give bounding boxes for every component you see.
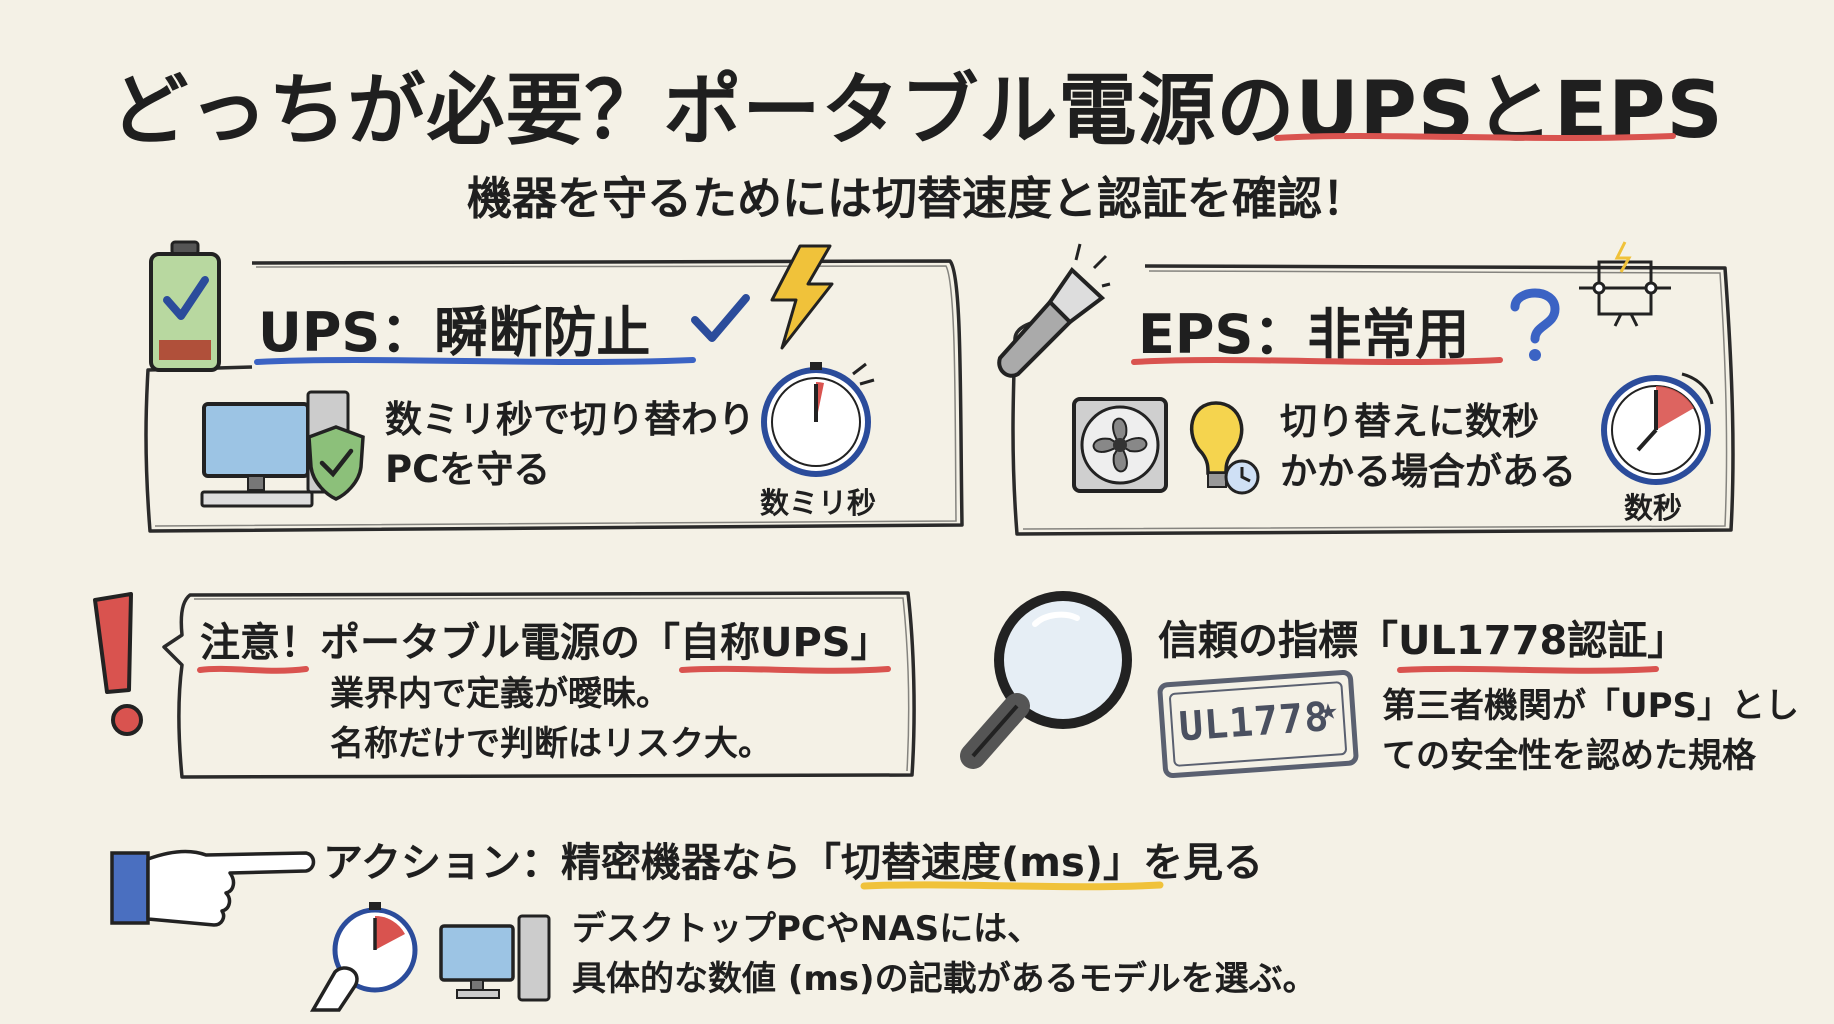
trust-line1: 第三者機関が「UPS」とし bbox=[1382, 686, 1800, 726]
action-heading: アクション：精密機器なら「切替速度(ms)」を見る bbox=[323, 840, 1264, 886]
caution-speech-bubble bbox=[162, 591, 916, 779]
eps-title: EPS：非常用 bbox=[1138, 303, 1470, 366]
timer-icon bbox=[1601, 372, 1714, 485]
exclamation-icon bbox=[93, 592, 143, 736]
eps-title-underline bbox=[1131, 357, 1503, 365]
hand-stopwatch-icon bbox=[309, 902, 418, 1012]
action-underline bbox=[860, 881, 1164, 891]
battery-check-icon bbox=[149, 240, 221, 372]
ups-description-line2: PCを守る bbox=[385, 448, 551, 491]
pointing-hand-icon bbox=[110, 849, 316, 927]
ups-title: UPS：瞬断防止 bbox=[258, 301, 651, 364]
eps-panel-frame bbox=[1011, 264, 1735, 536]
ups-panel-frame bbox=[144, 259, 964, 533]
ups-title-underline bbox=[254, 357, 696, 365]
magnifier-icon bbox=[960, 591, 1132, 769]
title-underline bbox=[1274, 133, 1676, 141]
fan-icon bbox=[1072, 397, 1168, 493]
lightbulb-clock-icon bbox=[1189, 401, 1260, 495]
ups-description-line1: 数ミリ秒で切り替わり bbox=[385, 398, 755, 441]
checkmark-icon bbox=[691, 294, 750, 342]
lightning-icon bbox=[770, 244, 834, 350]
caution-underline-1 bbox=[197, 665, 309, 674]
page-subtitle: 機器を守るためには切替速度と認証を確認！ bbox=[466, 172, 1367, 225]
flashlight-icon bbox=[997, 243, 1111, 378]
eps-description-line1: 切り替えに数秒 bbox=[1280, 400, 1539, 443]
question-icon bbox=[1510, 288, 1560, 361]
action-line2: 具体的な数値 (ms)の記載があるモデルを選ぶ。 bbox=[572, 959, 1317, 999]
stopwatch-icon bbox=[761, 362, 875, 477]
trust-underline bbox=[1397, 665, 1659, 674]
page-title: どっちが必要？ポータブル電源のUPSとEPS bbox=[110, 66, 1724, 156]
caution-heading: 注意！ポータブル電源の「自称UPS」 bbox=[200, 620, 891, 666]
circuit-switch-icon bbox=[1579, 241, 1671, 327]
caution-underline-2 bbox=[679, 665, 891, 674]
caution-line2: 名称だけで判断はリスク大。 bbox=[330, 724, 772, 764]
caution-line1: 業界内で定義が曖昧。 bbox=[330, 674, 670, 714]
ups-timer-label: 数ミリ秒 bbox=[760, 486, 877, 520]
action-desktop-icon bbox=[439, 914, 551, 1002]
eps-timer-label: 数秒 bbox=[1624, 491, 1683, 525]
stamp-icon: UL1778 ★ bbox=[1156, 669, 1360, 779]
shield-check-icon bbox=[307, 425, 365, 501]
trust-line2: ての安全性を認めた規格 bbox=[1382, 736, 1756, 776]
stamp-star-icon: ★ bbox=[1317, 699, 1340, 726]
eps-description-line2: かかる場合がある bbox=[1280, 450, 1576, 493]
action-line1: デスクトップPCやNASには、 bbox=[572, 909, 1042, 949]
trust-heading: 信頼の指標「UL1778認証」 bbox=[1158, 618, 1688, 664]
